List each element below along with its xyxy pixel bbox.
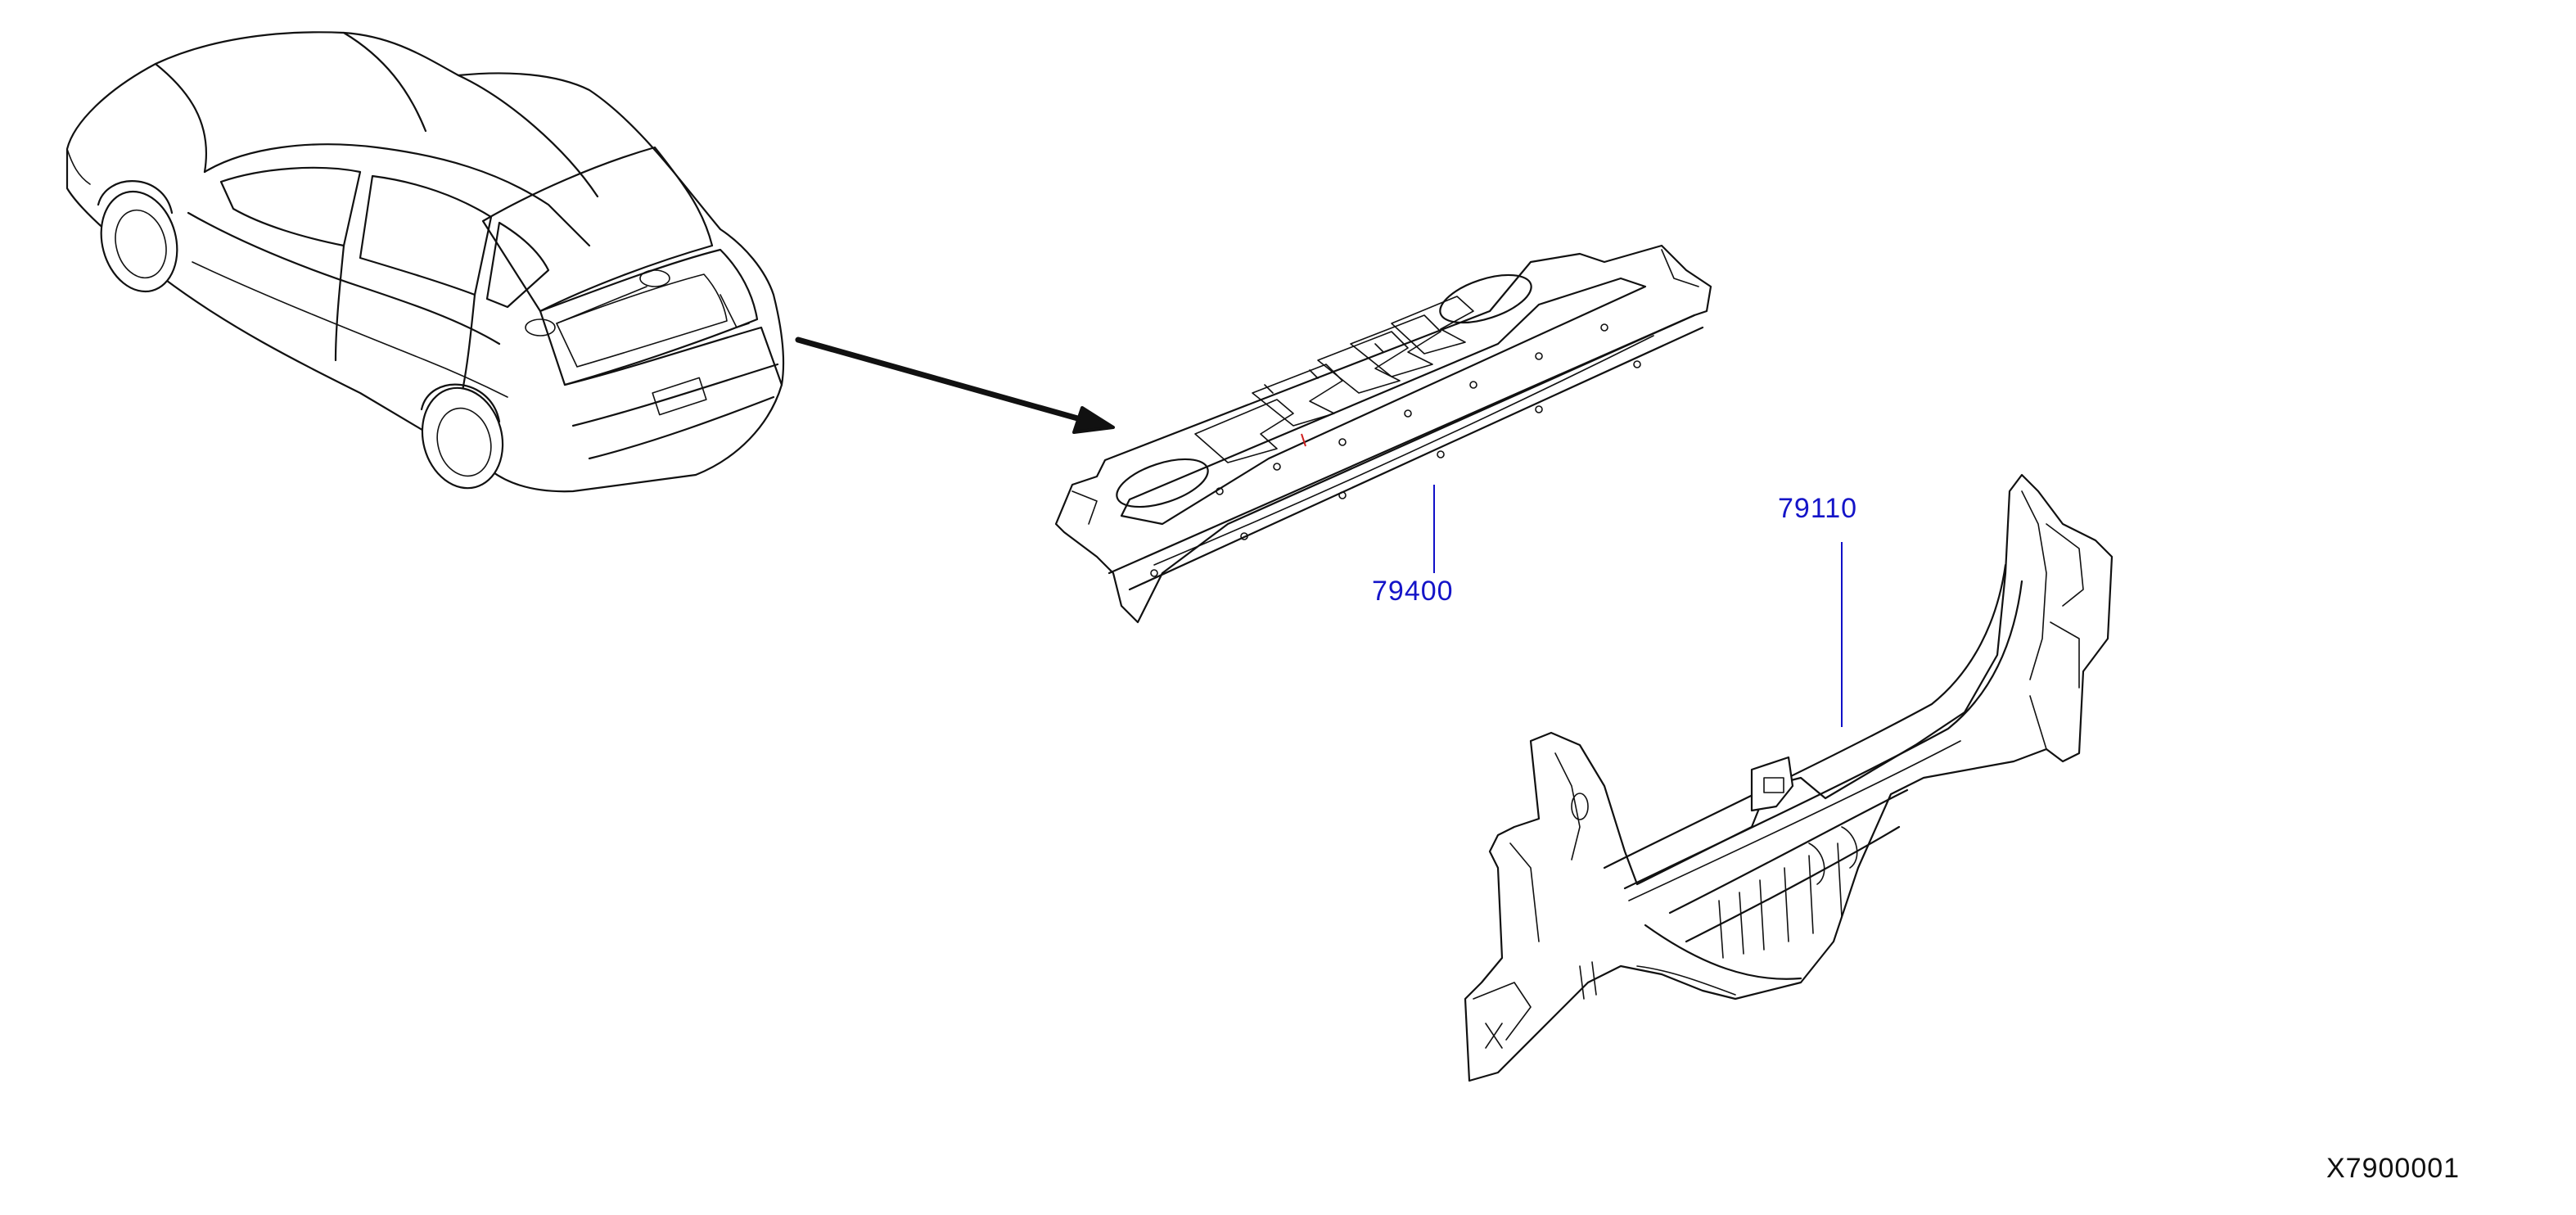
figure-code: X7900001: [2326, 1153, 2461, 1184]
direction-arrow: [795, 336, 1115, 434]
rear-parcel-shelf-illustration: [1054, 244, 1712, 624]
callout-79110: 79110: [1778, 493, 1858, 524]
vehicle-overview-illustration: [65, 31, 785, 493]
rear-panel-illustration: [1464, 473, 2114, 1082]
callout-79400: 79400: [1372, 576, 1454, 607]
